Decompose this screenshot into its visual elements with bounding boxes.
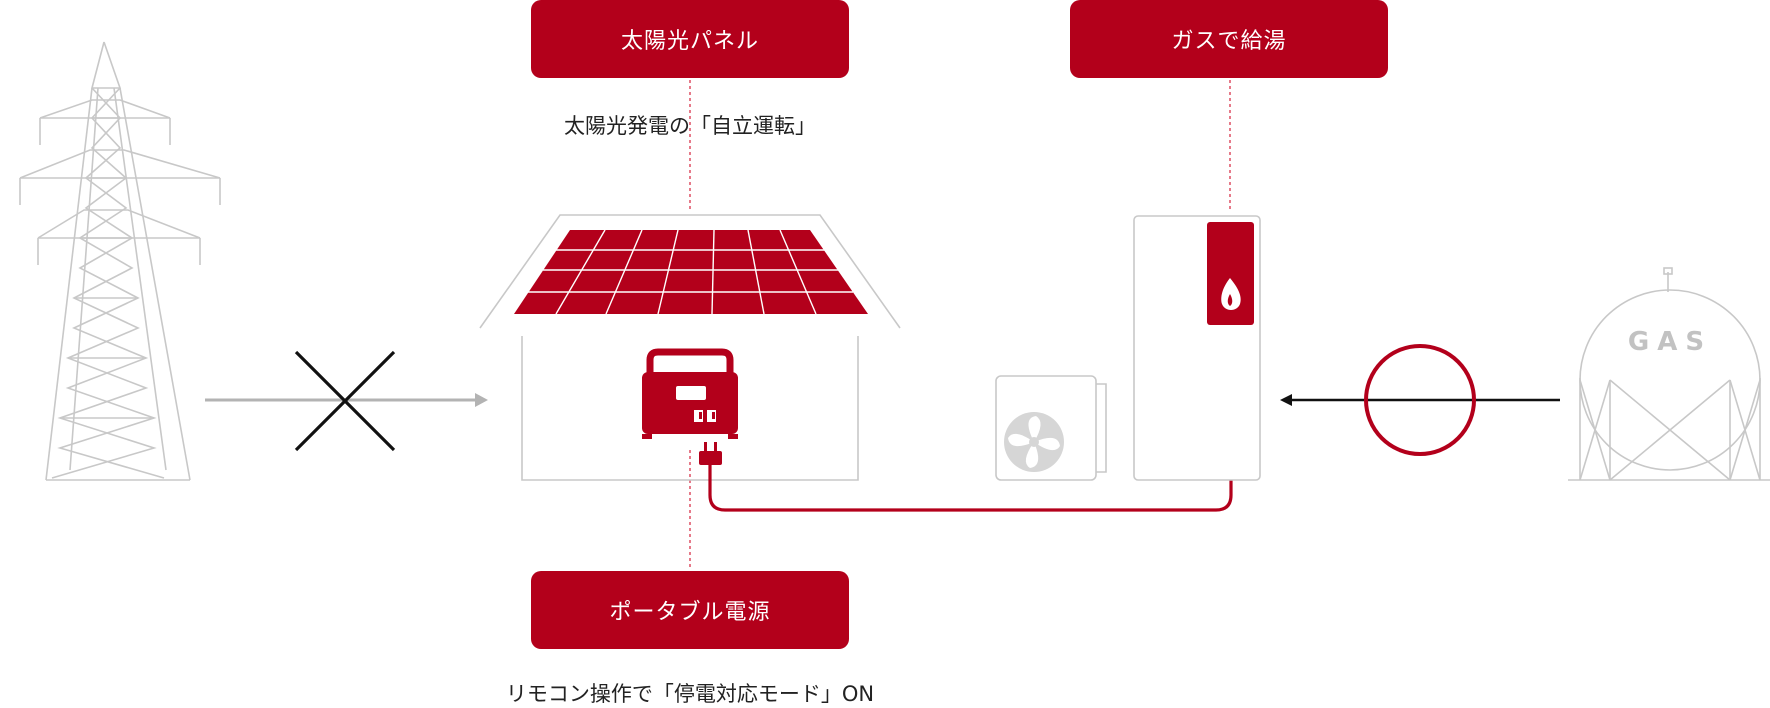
- portable-power-station-icon: [642, 348, 738, 439]
- portable-power-label-box: ポータブル電源: [531, 571, 849, 649]
- gas-water-heater-icon: [1133, 215, 1261, 481]
- gas-hot-water-label-box: ガスで給湯: [1070, 0, 1388, 78]
- solar-panel-label: 太陽光パネル: [620, 29, 759, 54]
- remote-mode-caption: リモコン操作で「停電対応モード」ON: [505, 682, 875, 706]
- power-transmission-tower-icon: [19, 41, 221, 481]
- gas-supply-arrow: [1280, 394, 1560, 406]
- fan-outdoor-unit-icon: [995, 375, 1107, 481]
- solar-panel-label-box: 太陽光パネル: [531, 0, 849, 78]
- gas-tank-label: GAS: [1628, 327, 1712, 357]
- flame-icon: [1221, 278, 1241, 310]
- gas-hot-water-label: ガスで給湯: [1171, 29, 1287, 54]
- house-with-solar-roof-icon: [479, 214, 901, 481]
- power-cable: [699, 325, 1233, 512]
- x-mark-icon: [294, 350, 396, 452]
- grid-power-arrow: [205, 393, 488, 407]
- leader-lines: [689, 80, 1231, 570]
- solar-self-run-caption: 太陽光発電の「自立運転」: [564, 114, 816, 138]
- portable-power-label: ポータブル電源: [609, 600, 771, 625]
- gas-holder-icon: [1568, 267, 1770, 481]
- circle-ok-icon: [1364, 344, 1476, 456]
